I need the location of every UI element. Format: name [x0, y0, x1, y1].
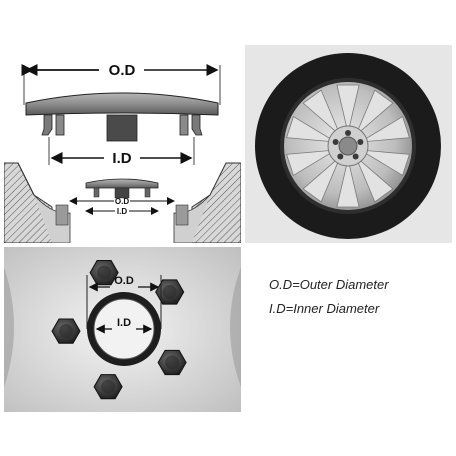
hub-lug-nuts-photo: O.D I.D: [4, 247, 241, 412]
lug-nut: [337, 153, 344, 160]
id-dimension-line: [48, 137, 195, 165]
hub-bore: [93, 298, 155, 360]
small-od-label: O.D: [115, 197, 129, 206]
lug-nuts: [332, 130, 364, 160]
wheel-photo: [245, 45, 452, 243]
legend-panel: O.D=Outer Diameter I.D=Inner Diameter: [245, 247, 452, 412]
rim-spokes: [286, 84, 410, 208]
lug-nut: [352, 153, 359, 160]
center-cap-profile: [25, 92, 219, 142]
legend-outer-diameter: O.D=Outer Diameter: [269, 277, 389, 292]
hub-od-label: O.D: [114, 275, 134, 287]
installed-cap-small: [85, 178, 159, 199]
small-dimension-lines: [69, 197, 175, 215]
legend-inner-diameter: I.D=Inner Diameter: [269, 301, 380, 316]
id-label: I.D: [112, 150, 131, 167]
lug-nut: [357, 138, 364, 145]
wheel-hub-section: [4, 162, 241, 243]
small-id-label: I.D: [117, 207, 127, 216]
cap-cross-section-diagram: O.D I.D: [4, 45, 241, 243]
lug-nut: [332, 138, 339, 145]
od-label: O.D: [109, 62, 136, 79]
lug-nut: [345, 130, 351, 136]
hub-id-label: I.D: [117, 317, 131, 329]
od-dimension-line: [21, 64, 221, 105]
hub-lug-nuts: [51, 260, 187, 400]
